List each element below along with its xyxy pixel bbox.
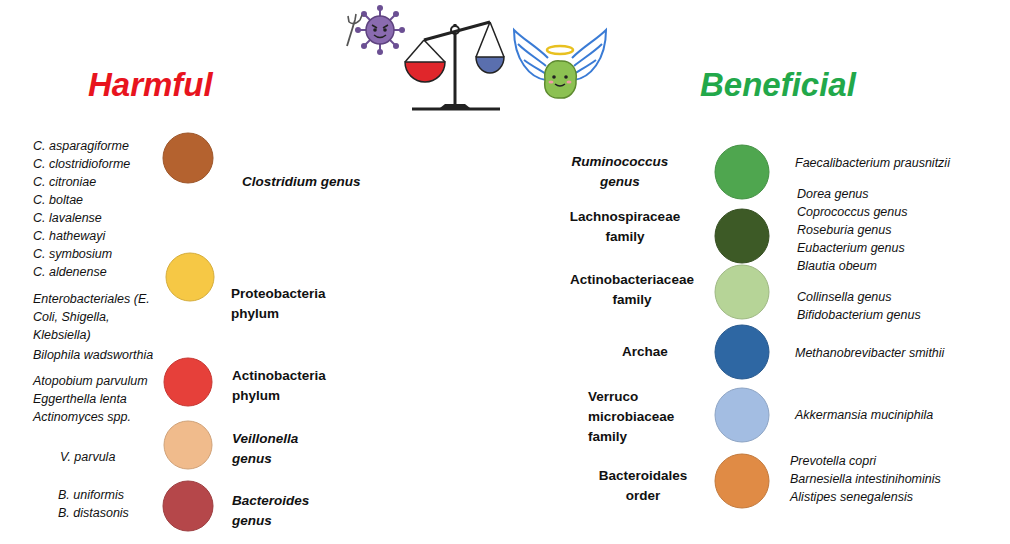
taxon-circle (162, 480, 214, 532)
species-name: Methanobrevibacter smithii (795, 344, 995, 362)
color-dot (715, 454, 769, 508)
species-name: C. clostridioforme (33, 155, 173, 173)
species-name: Enterobacteriales (E. Coli, Shigella, Kl… (33, 290, 151, 344)
color-dot (164, 358, 212, 406)
group-label: Bacteroidales order (583, 466, 703, 506)
section-heading: Harmful (88, 66, 213, 104)
color-dot (715, 325, 769, 379)
species-name: Bifidobacterium genus (797, 306, 977, 324)
species-name: C. aldenense (33, 263, 173, 281)
group-label: Actinobacteria phylum (232, 366, 357, 406)
taxon-node: Lachnospiraceae family Dorea genusCoproco… (555, 185, 977, 275)
taxon-circle (714, 144, 770, 200)
taxon-circle (162, 132, 214, 184)
species-name: B. uniformis (58, 486, 168, 504)
balance-scale (405, 22, 504, 109)
species-name: Roseburia genus (797, 221, 977, 239)
species-name: Barnesiella intestinihominis (790, 470, 1000, 488)
group-label: Proteobacteria phylum (231, 284, 356, 324)
taxon-node: Veillonella genus V. parvula (60, 421, 332, 469)
species-name: Eggerthella lenta (33, 390, 183, 408)
group-label: Ruminococcus genus (570, 152, 670, 192)
taxon-circle (163, 420, 213, 470)
taxon-node: Bacteroides genus B. uniformisB. distason… (58, 481, 332, 531)
group-label: Actinobacteriaceae family (552, 270, 712, 310)
taxon-node: Archae Methanobrevibacter smithii (600, 325, 995, 379)
color-dot (715, 209, 769, 263)
color-dot (715, 265, 769, 319)
taxon-node: Bacteroidales order Prevotella copriBarne… (583, 452, 1000, 508)
species-name: C. citroniae (33, 173, 173, 191)
species-name: Eubacterium genus (797, 239, 977, 257)
species-name: B. distasonis (58, 504, 168, 522)
species-name: Prevotella copri (790, 452, 1000, 470)
taxon-circle (165, 252, 215, 302)
species-name: Atopobium parvulum (33, 372, 183, 390)
taxon-circle (714, 387, 770, 443)
taxon-node: Clostridium genus C. asparagiformeC. clos… (33, 133, 382, 281)
species-name: Coprococcus genus (797, 203, 977, 221)
species-name: C. boltae (33, 191, 173, 209)
group-label: Archae (600, 342, 690, 362)
taxon-node: Ruminococcus genus Faecalibacterium praus… (570, 145, 1005, 199)
color-dot (164, 421, 212, 469)
angel-icon (514, 30, 606, 98)
taxon-circle (714, 324, 770, 380)
species-name: Bilophila wadsworthia (33, 346, 193, 364)
group-label: Clostridium genus (242, 172, 382, 192)
taxon-circle (714, 208, 770, 264)
section-heading: Beneficial (700, 66, 856, 104)
group-label: Veillonella genus (232, 429, 332, 469)
group-label: Bacteroides genus (232, 491, 332, 531)
color-dot (163, 133, 213, 183)
virus-icon (347, 5, 405, 55)
species-name: Akkermansia muciniphila (795, 406, 995, 424)
taxon-circle (714, 264, 770, 320)
taxon-circle (714, 453, 770, 509)
species-name: Alistipes senegalensis (790, 488, 1000, 506)
group-label: Lachnospiraceae family (555, 207, 695, 247)
color-dot (715, 388, 769, 442)
species-name: Collinsella genus (797, 288, 977, 306)
species-name: C. lavalense (33, 209, 173, 227)
species-name: Dorea genus (797, 185, 977, 203)
color-dot (163, 481, 213, 531)
species-name: V. parvula (60, 448, 160, 466)
color-dot (715, 145, 769, 199)
taxon-node: Verruco microbiaceae family Akkermansia m… (588, 387, 995, 447)
color-dot (166, 253, 214, 301)
taxon-node: Actinobacteriaceae family Collinsella gen… (552, 265, 977, 324)
species-name: C. asparagiforme (33, 137, 173, 155)
taxon-circle (163, 357, 213, 407)
group-label: Verruco microbiaceae family (588, 387, 698, 447)
species-name: C. symbosium (33, 245, 173, 263)
species-name: Blautia obeum (797, 257, 977, 275)
taxon-node: Actinobacteria phylum Atopobium parvulumE… (33, 358, 357, 426)
taxon-node: Proteobacteria phylum Enterobacteriales (… (33, 253, 356, 364)
species-name: C. hathewayi (33, 227, 173, 245)
species-name: Faecalibacterium prausnitzii (795, 154, 1005, 172)
species-name: Actinomyces spp. (33, 408, 183, 426)
